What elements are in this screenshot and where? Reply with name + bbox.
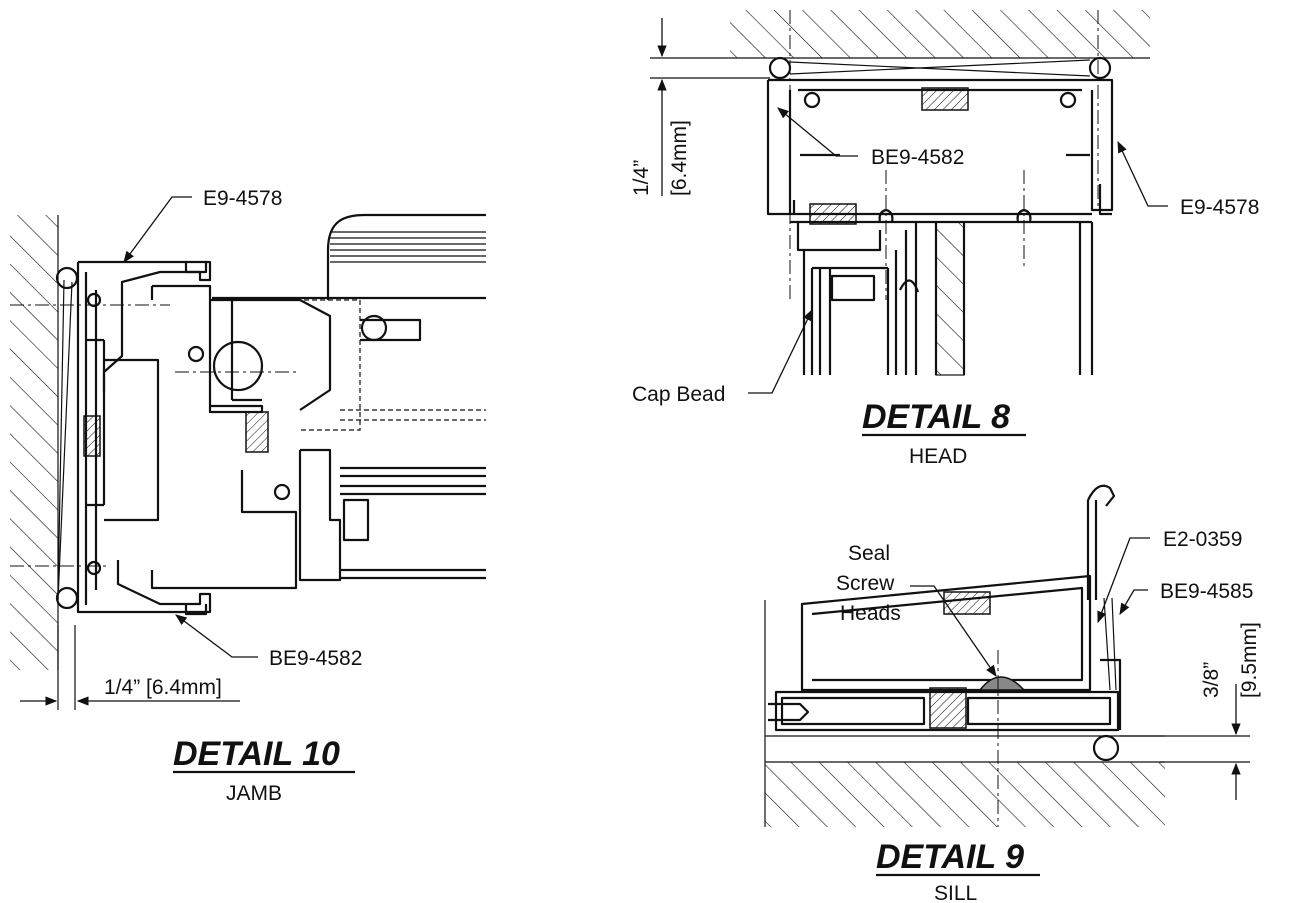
jamb-backer-rod-bottom xyxy=(55,586,79,610)
jamb-dimension-label: 1/4” [6.4mm] xyxy=(104,676,222,699)
head-label-cap-bead: Cap Bead xyxy=(632,383,725,406)
detail-10-subtitle: JAMB xyxy=(226,782,282,805)
head-dimension-line1: 1/4” xyxy=(630,160,653,196)
sill-dimension-line2: [9.5mm] xyxy=(1238,622,1261,698)
detail-10-title: DETAIL 10 xyxy=(173,735,340,773)
head-backer-rod-right xyxy=(1088,56,1112,80)
head-wall-hatch xyxy=(730,10,1150,58)
head-dimension-line2: [6.4mm] xyxy=(668,120,691,196)
detail-9-title: DETAIL 9 xyxy=(876,838,1024,876)
head-label-left: BE9-4582 xyxy=(871,146,964,169)
detail-10-jamb: 1/4” [6.4mm] E9-4578 BE9-4582 DETAIL 10 … xyxy=(10,187,486,805)
detail-8-head: 1/4” [6.4mm] BE9-4582 E9-4578 Cap Bead D… xyxy=(630,10,1259,468)
detail-8-subtitle: HEAD xyxy=(909,445,967,468)
head-backer-rod-left xyxy=(768,56,792,80)
sill-seal-line1: Seal xyxy=(848,542,890,565)
sill-backer-rod xyxy=(1092,734,1120,762)
head-label-right: E9-4578 xyxy=(1180,196,1259,219)
jamb-sash xyxy=(298,448,486,582)
jamb-roller xyxy=(212,340,264,392)
sill-floor-hatch xyxy=(765,762,1165,827)
jamb-label-top: E9-4578 xyxy=(203,187,282,210)
jamb-subframe-profile xyxy=(76,260,212,614)
sill-upright xyxy=(1086,484,1116,600)
jamb-clip-bottom xyxy=(184,604,208,616)
jamb-backer-rod-top xyxy=(55,266,79,290)
detail-9-sill: 3/8” [9.5mm] E2-0359 BE9-4585 Seal Screw… xyxy=(764,484,1261,903)
detail-8-title: DETAIL 8 xyxy=(862,398,1010,436)
sill-screw-head xyxy=(978,676,1026,691)
sill-label-mid: BE9-4585 xyxy=(1160,580,1253,603)
sill-seal-line3: Heads xyxy=(840,602,901,625)
sill-fastener xyxy=(768,702,810,722)
detail-9-subtitle: SILL xyxy=(934,882,977,903)
jamb-wall-hatch xyxy=(10,215,58,670)
jamb-label-bottom: BE9-4582 xyxy=(269,647,362,670)
jamb-clip-top xyxy=(184,262,208,274)
jamb-handle xyxy=(212,213,486,300)
sill-dimension-line1: 3/8” xyxy=(1200,662,1223,698)
sill-seal-line2: Screw xyxy=(836,572,895,595)
jamb-inner-frame xyxy=(150,284,332,590)
sill-label-top: E2-0359 xyxy=(1163,528,1242,551)
